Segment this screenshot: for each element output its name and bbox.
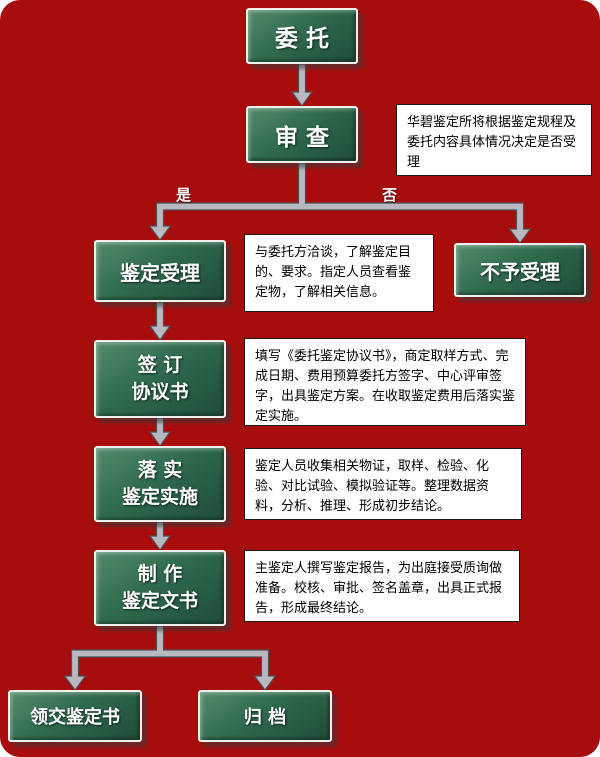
node-lingjiao-jiandingshu: 领交鉴定书: [8, 690, 142, 742]
node-qianding-line1: 签 订: [137, 354, 183, 377]
note-shouli: 与委托方洽谈，了解鉴定目的、要求。指定人员查看鉴定物，了解相关信息。: [244, 234, 434, 312]
node-jianding-shouli-label: 鉴定受理: [120, 260, 200, 285]
node-qianding-line2: 协议书: [131, 381, 189, 403]
node-buyu-shouli: 不予受理: [454, 243, 586, 297]
branch-zhizuo-to-final: [63, 625, 277, 691]
node-shencha-label: 审 查: [274, 124, 329, 151]
branch-shencha-yes-no: [148, 162, 532, 244]
node-guidang-label: 归 档: [243, 707, 287, 728]
node-luoshi-line1: 落 实: [137, 459, 183, 482]
node-shencha: 审 查: [246, 106, 358, 163]
node-jianding-shouli: 鉴定受理: [94, 240, 226, 302]
node-weituo-label: 委 托: [274, 26, 329, 52]
note-luoshi: 鉴定人员收集相关物证，取样、检验、化验、对比试验、模拟验证等。整理数据资料，分析…: [244, 448, 522, 520]
note-qianding-text: 填写《委托鉴定协议书》，商定取样方式、完成日期、费用预算委托方签字、中心评审签字…: [255, 349, 516, 425]
note-luoshi-text: 鉴定人员收集相关物证，取样、检验、化验、对比试验、模拟验证等。整理数据资料，分析…: [255, 459, 490, 515]
node-zhizuo-line2: 鉴定文书: [121, 590, 198, 612]
note-zhizuo-text: 主鉴定人撰写鉴定报告，为出庭接受质询做准备。校核、审批、签名盖章，出具正式报告，…: [255, 561, 503, 617]
node-qianding-xieyishu: 签 订 协议书: [94, 340, 226, 418]
node-buyu-shouli-label: 不予受理: [480, 259, 560, 284]
node-luoshi-shishi: 落 实 鉴定实施: [94, 446, 226, 522]
node-lingjiao-label: 领交鉴定书: [30, 707, 120, 728]
arrow-luoshi-to-zhizuo: [148, 521, 172, 552]
branch-label-yes: 是: [176, 186, 192, 204]
note-shencha-text: 华碧鉴定所将根据鉴定规程及委托内容具体情况决定是否受理: [407, 115, 577, 171]
node-guidang: 归 档: [198, 690, 332, 742]
branch-label-no: 否: [382, 186, 398, 204]
note-qianding: 填写《委托鉴定协议书》，商定取样方式、完成日期、费用预算委托方签字、中心评审签字…: [244, 338, 526, 426]
arrow-shouli-to-qianding: [148, 301, 172, 342]
arrow-qianding-to-luoshi: [148, 417, 172, 448]
note-shouli-text: 与委托方洽谈，了解鉴定目的、要求。指定人员查看鉴定物，了解相关信息。: [255, 245, 412, 301]
node-zhizuo-wenshu: 制 作 鉴定文书: [94, 550, 226, 626]
note-shencha: 华碧鉴定所将根据鉴定规程及委托内容具体情况决定是否受理: [396, 104, 592, 176]
arrow-weituo-to-shencha: [290, 63, 314, 108]
node-weituo: 委 托: [246, 8, 358, 64]
note-zhizuo: 主鉴定人撰写鉴定报告，为出庭接受质询做准备。校核、审批、签名盖章，出具正式报告，…: [244, 550, 520, 622]
node-luoshi-line2: 鉴定实施: [121, 486, 198, 508]
node-zhizuo-line1: 制 作: [137, 563, 183, 586]
